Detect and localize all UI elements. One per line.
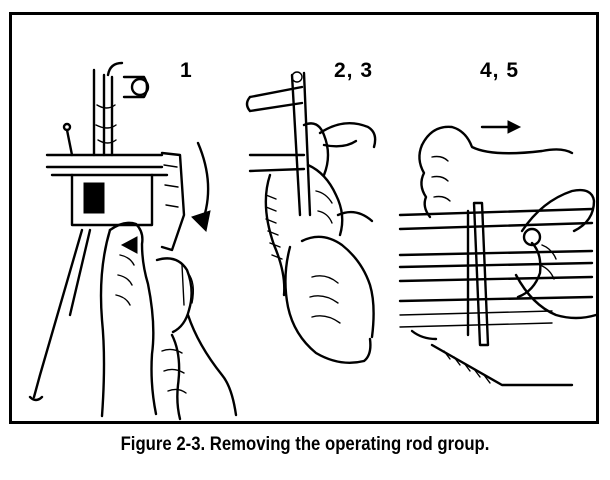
figure-caption: Figure 2-3. Removing the operating rod g…: [120, 434, 490, 455]
panel-1-label: 1: [180, 59, 193, 82]
panel-1-illustration: [28, 61, 238, 421]
panel-2-3-label: 2, 3: [334, 59, 374, 82]
panel-4-5-label: 4, 5: [480, 59, 520, 82]
panel-2-3-illustration: [245, 71, 377, 364]
panel-4-5-illustration: [398, 120, 597, 387]
figure-frame: 1 2, 3 4, 5: [9, 12, 599, 424]
